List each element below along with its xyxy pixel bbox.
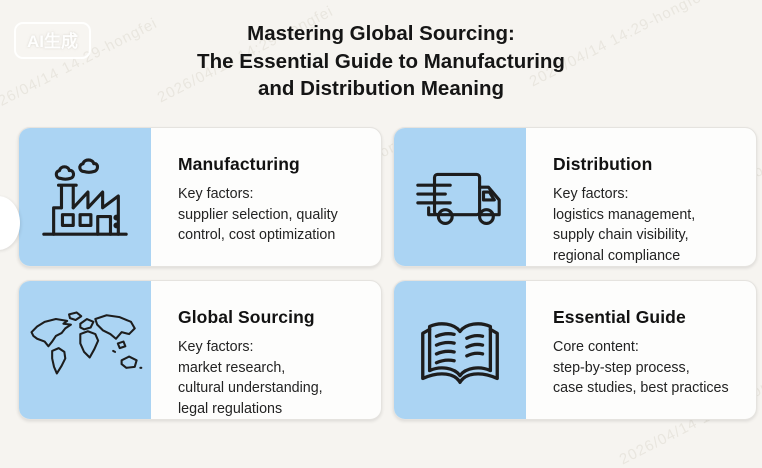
- card-content: Essential Guide Core content: step-by-st…: [526, 281, 756, 419]
- page-title-line-3: and Distribution Meaning: [258, 77, 504, 100]
- card-line: market research,: [178, 359, 286, 376]
- page-title-line-2: The Essential Guide to Manufacturing: [197, 49, 565, 73]
- card-icon-panel: [394, 281, 526, 419]
- card-grid: Manufacturing Key factors: supplier sele…: [18, 127, 757, 420]
- card-text: Key factors: market research, cultural u…: [178, 337, 367, 419]
- card-title: Distribution: [553, 154, 653, 174]
- page-title: Mastering Global Sourcing: The Essential…: [0, 20, 762, 103]
- card-title: Manufacturing: [178, 154, 300, 174]
- card-label: Key factors:: [553, 186, 629, 202]
- card-line: case studies, best practices: [553, 380, 729, 396]
- card-title: Global Sourcing: [178, 307, 315, 327]
- card-text: Key factors: supplier selection, quality…: [178, 184, 367, 246]
- card-line: control, cost optimization: [178, 227, 336, 243]
- card-line: supplier selection, quality: [178, 206, 338, 223]
- card-essential-guide: Essential Guide Core content: step-by-st…: [393, 280, 757, 420]
- card-label: Core content:: [553, 339, 639, 355]
- card-label: Key factors:: [178, 186, 254, 202]
- card-content: Global Sourcing Key factors: market rese…: [151, 281, 381, 419]
- card-icon-panel: [19, 128, 151, 266]
- card-content: Distribution Key factors: logistics mana…: [526, 128, 756, 266]
- card-line: supply chain visibility,: [553, 227, 689, 243]
- card-distribution: Distribution Key factors: logistics mana…: [393, 127, 757, 267]
- card-line: logistics management,: [553, 206, 696, 223]
- ai-generated-badge: AI生成: [14, 22, 91, 59]
- card-text: Key factors: logistics management, suppl…: [553, 184, 742, 266]
- open-book-icon: [421, 322, 499, 385]
- card-manufacturing: Manufacturing Key factors: supplier sele…: [18, 127, 382, 267]
- factory-icon: [42, 158, 128, 236]
- card-line: legal regulations: [178, 400, 283, 417]
- truck-icon: [416, 172, 501, 226]
- card-global-sourcing: Global Sourcing Key factors: market rese…: [18, 280, 382, 420]
- card-text: Core content: step-by-step process, case…: [553, 337, 742, 399]
- card-line: regional compliance: [553, 247, 681, 264]
- world-map-icon: [30, 311, 143, 375]
- card-title: Essential Guide: [553, 307, 686, 327]
- card-icon-panel: [394, 128, 526, 266]
- card-line: step-by-step process,: [553, 359, 690, 376]
- card-label: Key factors:: [178, 339, 254, 355]
- card-icon-panel: [19, 281, 151, 419]
- card-line: cultural understanding,: [178, 380, 323, 396]
- left-edge-handle[interactable]: [0, 196, 20, 250]
- page-title-line-1: Mastering Global Sourcing:: [247, 22, 515, 45]
- card-content: Manufacturing Key factors: supplier sele…: [151, 128, 381, 266]
